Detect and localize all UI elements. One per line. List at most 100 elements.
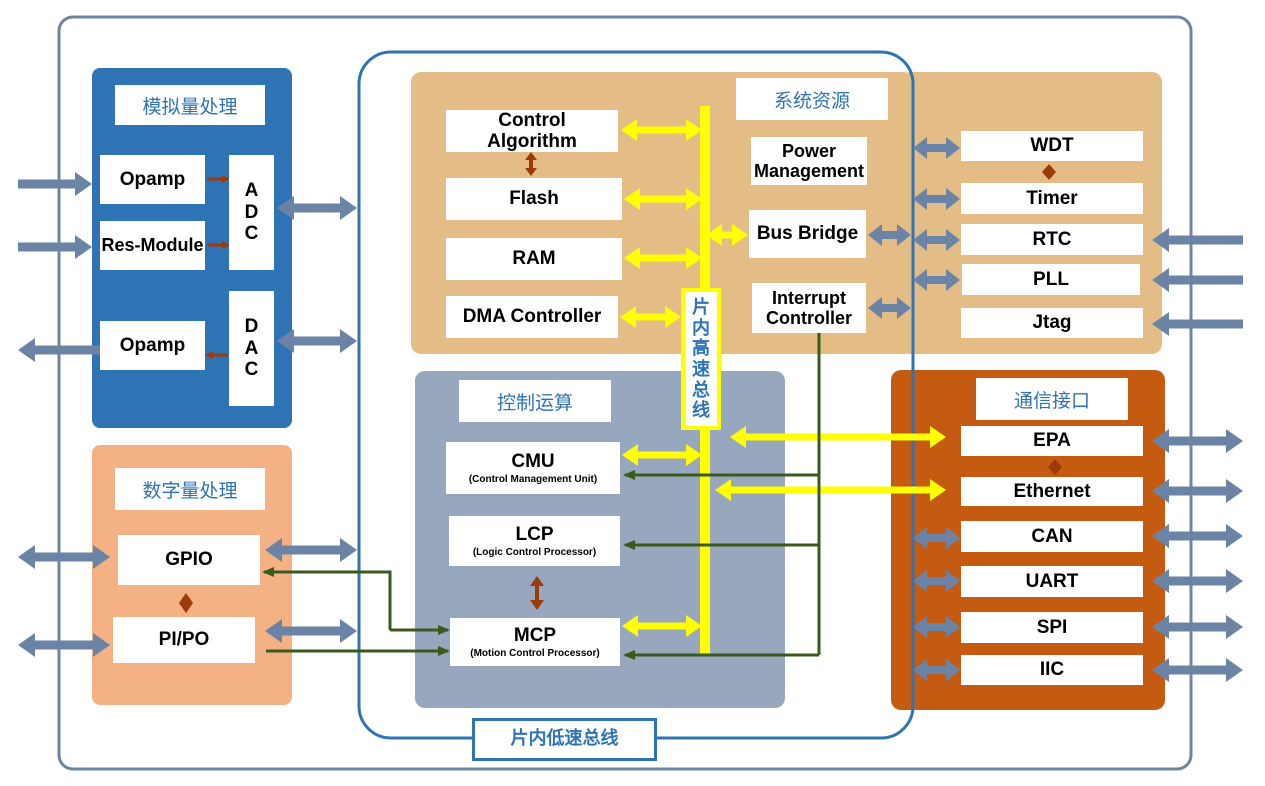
dac-letter-d: D <box>244 315 259 337</box>
hs-char-6: 线 <box>692 400 710 421</box>
epa-external-arrow <box>1152 429 1243 453</box>
pll-box: PLL <box>962 264 1140 295</box>
pll-input-arrow <box>1152 268 1243 292</box>
hs-char-3: 高 <box>692 338 710 359</box>
dac-box: D A C <box>229 291 274 406</box>
spi-external-arrow <box>1152 615 1243 639</box>
jtag-input-arrow <box>1152 312 1243 336</box>
opamp-output-box: Opamp <box>100 321 205 370</box>
can-external-arrow <box>1152 524 1243 548</box>
epa-ethernet-link <box>1048 459 1062 475</box>
mcp-to-gpio-line <box>262 567 392 630</box>
dma-bus-arrow <box>620 306 681 328</box>
flash-bus-arrow <box>624 188 702 210</box>
hs-char-1: 片 <box>692 296 710 317</box>
gpio-box: GPIO <box>118 535 260 585</box>
iic-external-arrow <box>1152 658 1243 682</box>
cmu-bus-arrow <box>622 444 702 466</box>
ram-box: RAM <box>446 238 622 280</box>
adc-letter-d: D <box>244 201 259 223</box>
rtc-bus-arrow <box>913 229 960 251</box>
spi-bus-arrow <box>913 616 960 638</box>
adc-bus-arrow <box>277 196 357 220</box>
input-opamp-arrow <box>18 172 92 196</box>
mcp-sublabel: (Motion Control Processor) <box>470 648 600 660</box>
can-box: CAN <box>961 521 1143 552</box>
uart-external-arrow <box>1152 569 1243 593</box>
interrupt-lowbus-arrow <box>868 297 911 319</box>
algo-flash-link <box>525 152 537 176</box>
lcp-box: LCP (Logic Control Processor) <box>449 516 620 566</box>
cmu-box: CMU (Control Management Unit) <box>446 442 620 494</box>
wdt-timer-link <box>1042 164 1056 180</box>
lcp-label: LCP <box>515 523 554 545</box>
gpio-pipo-link <box>179 593 193 613</box>
iic-bus-arrow <box>913 659 960 681</box>
cmu-label: CMU <box>511 450 555 472</box>
input-res-arrow <box>18 235 92 259</box>
gpio-bus-arrow <box>265 538 357 562</box>
ram-bus-arrow <box>624 247 702 269</box>
hs-char-2: 内 <box>692 317 710 338</box>
power-management-box: Power Management <box>751 137 867 185</box>
output-opamp-arrow <box>18 338 100 362</box>
yellow-arrows <box>620 119 946 637</box>
comm-title: 通信接口 <box>976 378 1128 420</box>
mcp-bus-arrow <box>622 615 702 637</box>
epa-bus-arrow <box>730 426 946 448</box>
system-title: 系统资源 <box>736 78 888 120</box>
can-bus-arrow <box>913 527 960 549</box>
control-title: 控制运算 <box>459 380 611 422</box>
ethernet-external-arrow <box>1152 479 1243 503</box>
adc-letter-c: C <box>244 223 259 245</box>
flash-box: Flash <box>446 178 622 220</box>
pipo-external-arrow <box>18 633 110 657</box>
outer-border <box>57 15 1193 771</box>
timer-box: Timer <box>961 183 1143 214</box>
control-algorithm-box: Control Algorithm <box>446 110 618 152</box>
dac-bus-arrow <box>277 329 357 353</box>
low-speed-bus-label: 片内低速总线 <box>472 718 657 761</box>
pipo-box: PI/PO <box>113 617 255 663</box>
uart-bus-arrow <box>913 570 960 592</box>
wdt-box: WDT <box>961 131 1143 161</box>
mcp-box: MCP (Motion Control Processor) <box>450 618 620 666</box>
grey-arrows <box>18 137 1243 682</box>
jtag-box: Jtag <box>961 308 1143 338</box>
interrupt-controller-box: Interrupt Controller <box>752 283 866 333</box>
lcp-sublabel: (Logic Control Processor) <box>472 547 597 559</box>
adc-letter-a: A <box>244 179 259 201</box>
iic-box: IIC <box>961 655 1143 685</box>
dac-letter-a: A <box>244 337 259 359</box>
analog-title: 模拟量处理 <box>115 85 265 125</box>
algo-bus-arrow <box>621 119 702 141</box>
bridge-bus-arrow <box>706 224 748 246</box>
bridge-lowbus-arrow <box>868 224 911 246</box>
spi-box: SPI <box>961 612 1143 643</box>
rtc-input-arrow <box>1152 228 1243 252</box>
high-speed-bus-label-bg <box>681 288 721 430</box>
timer-bus-arrow <box>913 188 960 210</box>
mcp-label: MCP <box>513 624 557 646</box>
wdt-bus-arrow <box>913 137 960 159</box>
hs-char-5: 总 <box>692 379 710 400</box>
bus-bridge-box: Bus Bridge <box>749 210 866 258</box>
dma-controller-box: DMA Controller <box>446 296 618 338</box>
epa-box: EPA <box>961 426 1143 456</box>
digital-title: 数字量处理 <box>115 468 265 510</box>
hs-char-4: 速 <box>692 359 710 379</box>
cmu-sublabel: (Control Management Unit) <box>468 474 598 486</box>
high-speed-bus-label: 片 内 高 速 总 线 <box>685 292 717 426</box>
res-module-box: Res-Module <box>100 221 205 270</box>
gpio-external-arrow <box>18 545 110 569</box>
ethernet-box: Ethernet <box>961 477 1143 506</box>
pll-bus-arrow <box>913 269 960 291</box>
rtc-box: RTC <box>961 224 1143 255</box>
pipo-bus-arrow <box>265 619 357 643</box>
ethernet-bus-arrow <box>715 479 946 501</box>
opamp-input-box: Opamp <box>100 155 205 204</box>
dac-letter-c: C <box>244 359 259 381</box>
adc-box: A D C <box>229 155 274 270</box>
uart-box: UART <box>961 566 1143 597</box>
lcp-mcp-link <box>530 576 544 610</box>
